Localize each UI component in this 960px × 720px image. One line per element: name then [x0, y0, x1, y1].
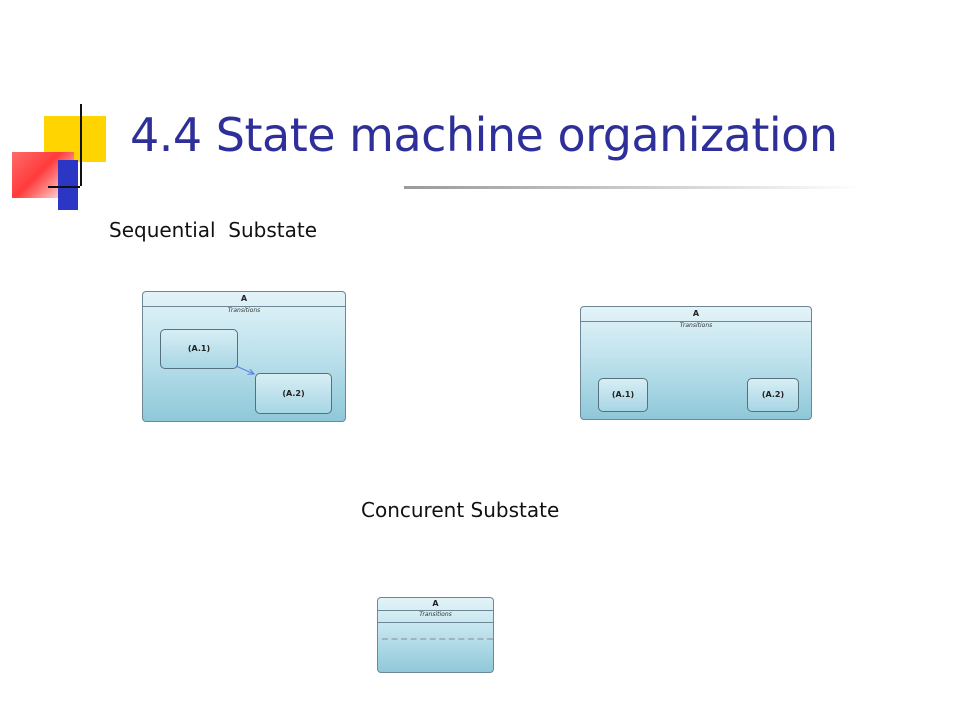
- state-name: A: [143, 292, 345, 307]
- state-a-left: A Transitions (A.1) (A.2): [142, 291, 346, 422]
- state-name: A: [378, 598, 493, 611]
- logo-horizontal-line: [48, 186, 80, 188]
- substate-a2: (A.2): [255, 373, 332, 414]
- state-name: A: [581, 307, 811, 322]
- substate-a2: (A.2): [747, 378, 799, 412]
- sequential-substate-label: Sequential Substate: [109, 218, 318, 242]
- title-underline: [404, 186, 864, 189]
- compartment-label: Transitions: [419, 611, 452, 618]
- state-a-right: A Transitions (A.1) (A.2): [580, 306, 812, 420]
- substate-a1: (A.1): [160, 329, 238, 369]
- slide-title: 4.4 State machine organization: [130, 108, 838, 162]
- state-a-concurrent: A Transitions: [377, 597, 494, 673]
- concurrent-region-divider: [382, 638, 493, 640]
- compartment-label: Transitions: [227, 307, 261, 314]
- transition-arrow-left: [235, 365, 254, 374]
- logo-vertical-line: [80, 104, 82, 186]
- logo-blue-square: [58, 160, 78, 210]
- concurrent-substate-label: Concurent Substate: [361, 498, 560, 522]
- compartment-divider: [378, 622, 493, 623]
- substate-a1: (A.1): [598, 378, 648, 412]
- compartment-label: Transitions: [679, 322, 713, 329]
